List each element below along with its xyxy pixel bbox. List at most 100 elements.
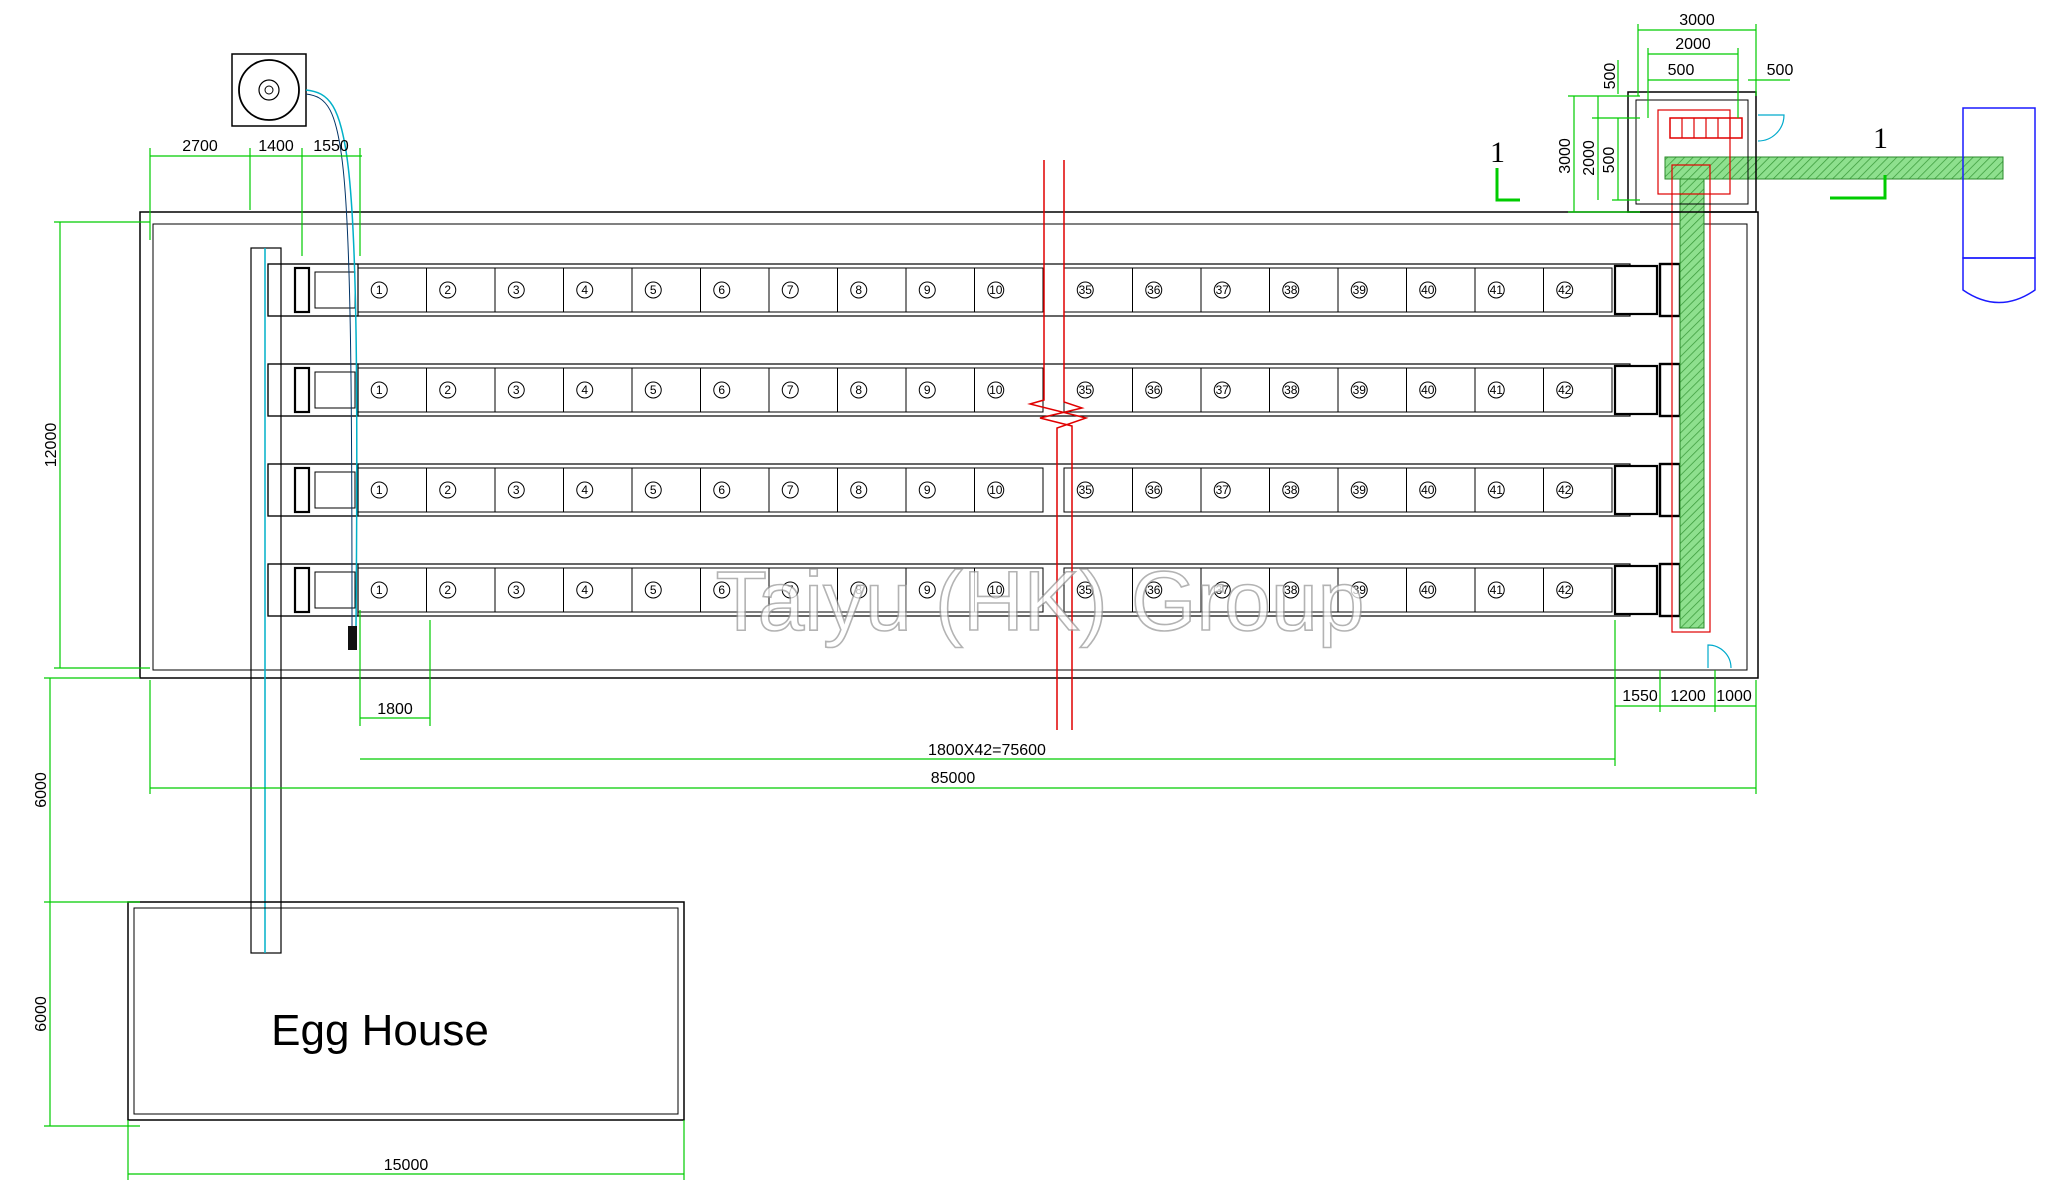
- cage-number: 1: [376, 483, 383, 497]
- cage-number: 38: [1284, 283, 1298, 297]
- cage-cell: 40: [1406, 467, 1476, 513]
- cage-number: 4: [581, 383, 588, 397]
- cage-cell: 1: [357, 367, 427, 413]
- cage-cell: 3: [494, 567, 564, 613]
- cage-number: 6: [718, 583, 725, 597]
- fan-icon: [238, 59, 300, 121]
- cage-number: 7: [787, 583, 794, 597]
- cage-number: 39: [1353, 483, 1367, 497]
- dim-1200: 1200: [1670, 688, 1706, 705]
- cage-number: 42: [1558, 483, 1572, 497]
- cage-number: 35: [1079, 383, 1093, 397]
- red-boundary: [1671, 164, 1711, 633]
- cross-conveyor: [1679, 169, 1705, 629]
- cage-number: 42: [1558, 583, 1572, 597]
- cage-cell: 3: [494, 467, 564, 513]
- cage-number: 39: [1353, 283, 1367, 297]
- cage-number: 3: [513, 383, 520, 397]
- cage-cell: 2: [426, 567, 496, 613]
- cage-cell: 10: [974, 267, 1044, 313]
- cage-number: 7: [787, 383, 794, 397]
- cage-number: 5: [650, 483, 657, 497]
- cage-number: 9: [924, 383, 931, 397]
- cage-number: 36: [1147, 283, 1161, 297]
- dim-1800: 1800: [377, 701, 413, 718]
- cage-cell: 36: [1132, 367, 1202, 413]
- dimension-labels: 2700 1400 1550 12000 1800 1800X42=75600 …: [33, 12, 1793, 1174]
- manure-conveyor: [1664, 156, 2004, 633]
- fan-housing: [231, 53, 307, 127]
- row-end-drive: [1613, 464, 1659, 516]
- dim-room-500-c: 500: [1602, 63, 1619, 90]
- cage-cell: 9: [905, 267, 975, 313]
- cage-number: 38: [1284, 383, 1298, 397]
- cage-number: 38: [1284, 583, 1298, 597]
- row-end-drive: [1613, 564, 1659, 616]
- cage-number: 6: [718, 483, 725, 497]
- cage-number: 41: [1490, 583, 1504, 597]
- dim-room-500-h: 500: [1601, 147, 1618, 174]
- section-mark-left: 1: [1490, 136, 1505, 169]
- cage-number: 7: [787, 283, 794, 297]
- cage-cell: 40: [1406, 567, 1476, 613]
- cage-cell: 37: [1200, 467, 1270, 513]
- cage-cell: 41: [1474, 567, 1544, 613]
- cage-cell: 36: [1132, 467, 1202, 513]
- cage-cell: 5: [631, 267, 701, 313]
- cage-cell: 6: [700, 367, 770, 413]
- dim-room-2000-w: 2000: [1675, 36, 1711, 53]
- cage-number: 39: [1353, 383, 1367, 397]
- cage-cell: 7: [768, 267, 838, 313]
- cage-cell: 7: [768, 367, 838, 413]
- cage-cell: 4: [563, 467, 633, 513]
- cage-cell: 1: [357, 467, 427, 513]
- cage-number: 35: [1079, 283, 1093, 297]
- cage-number: 5: [650, 283, 657, 297]
- dim-2700: 2700: [182, 138, 218, 155]
- dim-1550-top: 1550: [313, 138, 349, 155]
- cage-cell: 6: [700, 267, 770, 313]
- dim-1400: 1400: [258, 138, 294, 155]
- cage-number: 8: [855, 283, 862, 297]
- cage-cell: 2: [426, 367, 496, 413]
- cage-number: 36: [1147, 383, 1161, 397]
- cage-cell: 3: [494, 367, 564, 413]
- cage-number: 38: [1284, 483, 1298, 497]
- cage-number: 4: [581, 283, 588, 297]
- section-mark-right: 1: [1873, 122, 1888, 155]
- cage-cell: 4: [563, 367, 633, 413]
- cage-cell: 39: [1337, 367, 1407, 413]
- cage-cell: 4: [563, 267, 633, 313]
- cage-number: 37: [1216, 583, 1230, 597]
- cage-number: 40: [1421, 483, 1435, 497]
- cage-cell: 8: [837, 467, 907, 513]
- cage-cell: 9: [905, 467, 975, 513]
- cage-cell: 1: [357, 567, 427, 613]
- cage-number: 42: [1558, 383, 1572, 397]
- cage-number: 2: [444, 383, 451, 397]
- machine-room: [1627, 91, 1785, 669]
- cage-number: 42: [1558, 283, 1572, 297]
- main-house: [139, 211, 1759, 679]
- cage-number: 10: [989, 483, 1003, 497]
- cage-cell: 10: [974, 567, 1044, 613]
- cage-cell: 42: [1543, 567, 1613, 613]
- cage-cell: 40: [1406, 367, 1476, 413]
- cage-number: 37: [1216, 383, 1230, 397]
- cage-cell: 42: [1543, 367, 1613, 413]
- cage-number: 36: [1147, 483, 1161, 497]
- cage-number: 10: [989, 383, 1003, 397]
- cage-cell: 41: [1474, 467, 1544, 513]
- cage-number: 9: [924, 283, 931, 297]
- door-icon-2: [1707, 644, 1732, 669]
- cage-number: 40: [1421, 583, 1435, 597]
- cage-number: 9: [924, 483, 931, 497]
- house-outer-wall: [139, 211, 1759, 679]
- cage-number: 6: [718, 283, 725, 297]
- cage-number: 40: [1421, 283, 1435, 297]
- dim-room-500-a: 500: [1668, 62, 1695, 79]
